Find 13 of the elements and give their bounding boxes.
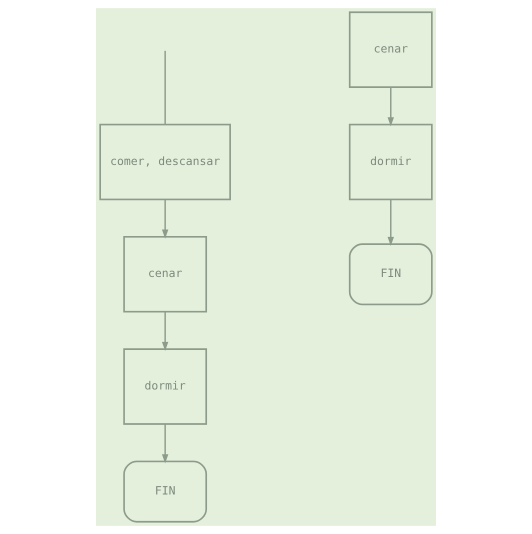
node-box: comer, descansar: [99, 124, 231, 200]
connector: [164, 50, 166, 124]
arrow: [162, 312, 168, 351]
arrow: [162, 424, 168, 464]
node-box: cenar: [348, 11, 433, 88]
node-box: FIN: [123, 460, 208, 523]
node-box: dormir: [123, 348, 208, 425]
node-box: dormir: [348, 124, 433, 200]
node-box: FIN: [348, 243, 433, 306]
node-box: cenar: [123, 236, 208, 313]
arrow: [388, 87, 394, 126]
arrow: [388, 199, 394, 246]
arrow: [162, 199, 168, 239]
